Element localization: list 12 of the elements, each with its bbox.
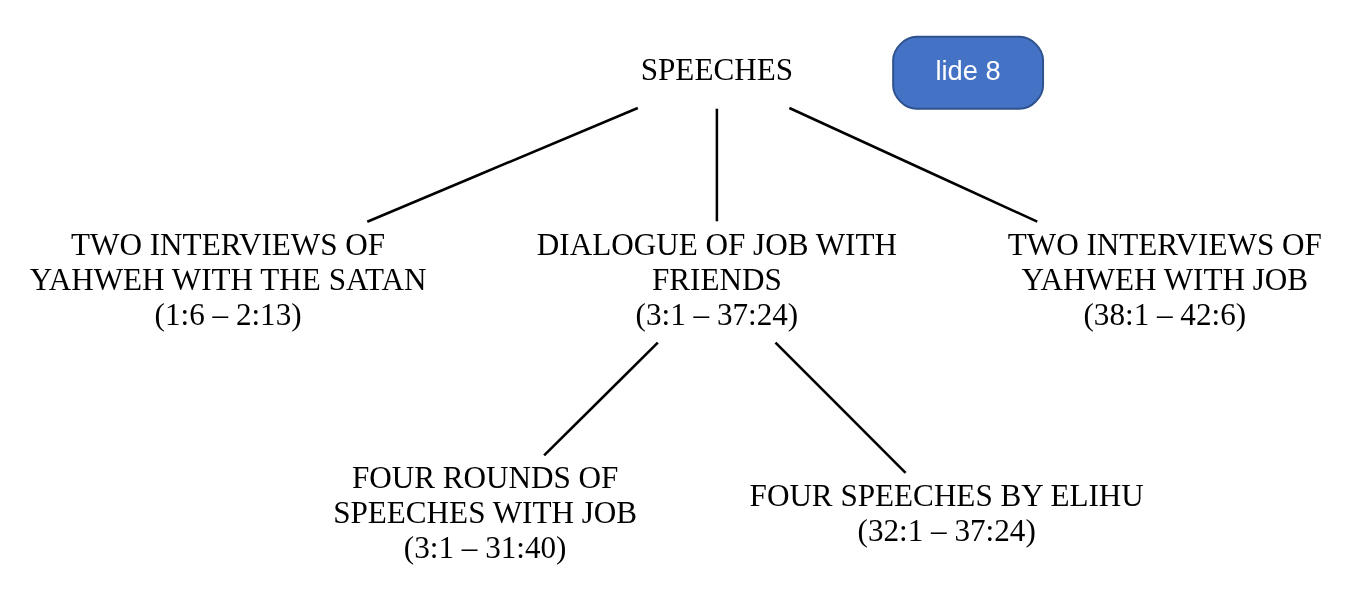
- node-text: FOUR ROUNDS OF SPEECHES WITH JOB (3:1 – 31:40): [333, 459, 638, 565]
- connector: [715, 108, 719, 221]
- connector: [366, 106, 639, 223]
- node-text: DIALOGUE OF JOB WITH FRIENDS (3:1 – 37:24): [536, 226, 897, 332]
- connector: [543, 341, 659, 456]
- node-text: SPEECHES: [640, 51, 794, 87]
- node-text: TWO INTERVIEWS OF YAHWEH WITH THE SATAN (1:6 – 2:13): [29, 226, 427, 332]
- connector: [788, 106, 1038, 223]
- connector: [774, 341, 907, 474]
- node-box: lide 8: [892, 35, 1045, 110]
- node-text: TWO INTERVIEWS OF YAHWEH WITH JOB (38:1 – 42:6): [1007, 226, 1322, 332]
- node-text: FOUR SPEECHES BY ELIHU (32:1 – 37:24): [749, 477, 1144, 548]
